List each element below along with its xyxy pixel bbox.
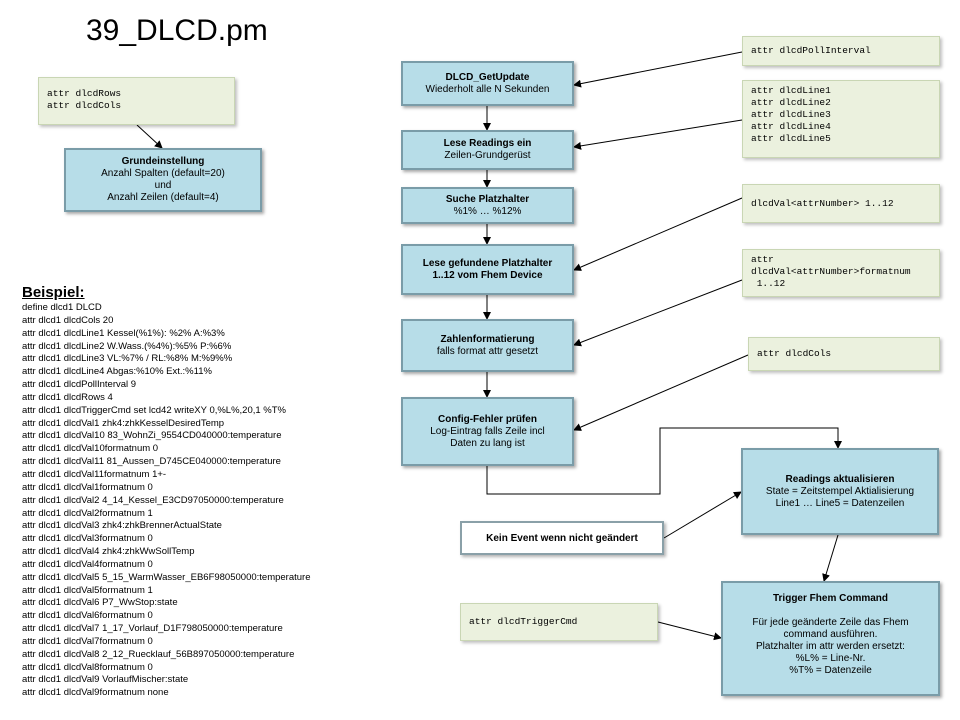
flow-box-sub: 1..12 vom Fhem Device <box>432 269 543 281</box>
trigger-command-line: %T% = Datenzeile <box>789 665 872 676</box>
example-line: attr dlcd1 dlcdLine4 Abgas:%10% Ext.:%11… <box>22 366 212 378</box>
flow-getupdate-box: DLCD_GetUpdate Wiederholt alle N Sekunde… <box>401 61 574 106</box>
arrow-triggercmd-to-trigger <box>657 621 722 641</box>
attr-dlcd-val-box: dlcdVal<attrNumber> 1..12 <box>742 184 940 223</box>
readings-update-line: State = Zeitstempel Aktialisierung <box>765 485 915 497</box>
flow-box-sub: Wiederholt alle N Sekunden <box>425 83 550 95</box>
flow-read-readings-box: Lese Readings ein Zeilen-Grundgerüst <box>401 130 574 170</box>
arrow-noevent-to-readings <box>663 491 742 539</box>
flow-box-sub: falls format attr gesetzt <box>436 345 539 357</box>
example-line: attr dlcd1 dlcdVal5formatnum 1 <box>22 584 153 596</box>
example-line: define dlcd1 DLCD <box>22 302 102 313</box>
readings-update-title: Readings aktualisieren <box>785 473 895 485</box>
example-line: attr dlcd1 dlcdLine1 Kessel(%1%): %2% A:… <box>22 327 225 339</box>
grundeinstellung-line: Anzahl Spalten (default=20) <box>101 168 225 179</box>
example-line: attr dlcd1 dlcdVal1 zhk4:zhkKesselDesire… <box>22 417 225 429</box>
example-line: attr dlcd1 dlcdVal5 5_15_WarmWasser_EB6F… <box>22 571 311 583</box>
example-line: attr dlcd1 dlcdTriggerCmd set lcd42 writ… <box>22 404 287 416</box>
example-line: attr dlcd1 dlcdLine2 W.Wass.(%4%):%5% P:… <box>22 340 232 352</box>
readings-update-box: Readings aktualisieren State = Zeitstemp… <box>741 448 939 535</box>
example-line: attr dlcd1 dlcdPollInterval 9 <box>22 379 137 391</box>
arrow-rowscols-to-grund <box>136 124 163 149</box>
no-event-box: Kein Event wenn nicht geändert <box>460 521 664 555</box>
example-line: attr dlcd1 dlcdVal3 zhk4:zhkBrennerActua… <box>22 520 222 532</box>
arrow-config-to-readings <box>486 427 842 495</box>
attr-trigger-cmd-box: attr dlcdTriggerCmd <box>460 603 658 641</box>
attr-dlcd-cols-box: attr dlcdCols <box>748 337 940 371</box>
example-line: attr dlcd1 dlcdLine3 VL:%7% / RL:%8% M:%… <box>22 353 233 365</box>
example-line: attr dlcd1 dlcdVal1formatnum 0 <box>22 481 153 493</box>
flow-box-title: Suche Platzhalter <box>445 193 530 205</box>
arrow-poll-to-getupdate <box>573 51 743 88</box>
example-line: attr dlcd1 dlcdVal10 83_WohnZi_9554CD040… <box>22 430 282 442</box>
arrow-val-to-placeholder <box>573 197 743 271</box>
page-title: 39_DLCD.pm <box>86 14 268 47</box>
flow-box-title: Config-Fehler prüfen <box>438 413 537 425</box>
attr-poll-interval-box: attr dlcdPollInterval <box>742 36 940 66</box>
flow-search-placeholder-box: Suche Platzhalter %1% … %12% <box>401 187 574 224</box>
flow-box-sub: Daten zu lang ist <box>450 437 525 449</box>
grundeinstellung-line: Anzahl Zeilen (default=4) <box>107 192 219 203</box>
example-line: attr dlcd1 dlcdVal9 VorlaufMischer:state <box>22 674 189 686</box>
flow-box-sub: %1% … %12% <box>453 205 522 217</box>
arrow-lines-to-readings <box>573 119 743 150</box>
flow-box-title: Lese gefundene Platzhalter <box>422 257 553 269</box>
trigger-command-line: %L% = Line-Nr. <box>795 653 866 664</box>
readings-update-line: Line1 … Line5 = Datenzeilen <box>775 497 905 509</box>
attr-rows-cols-box: attr dlcdRows attr dlcdCols <box>38 77 235 125</box>
flow-config-check-box: Config-Fehler prüfen Log-Eintrag falls Z… <box>401 397 574 466</box>
example-line: attr dlcd1 dlcdVal10formatnum 0 <box>22 443 159 455</box>
grundeinstellung-line: und <box>154 180 172 191</box>
flow-box-title: Zahlenformatierung <box>440 333 535 345</box>
flow-read-placeholder-box: Lese gefundene Platzhalter 1..12 vom Fhe… <box>401 244 574 295</box>
trigger-command-line: Platzhalter im attr werden ersetzt: <box>756 641 905 652</box>
example-line: attr dlcd1 dlcdVal11formatnum 1+- <box>22 468 167 480</box>
example-line: attr dlcd1 dlcdCols 20 <box>22 314 114 326</box>
flow-box-sub: Log-Eintrag falls Zeile incl <box>430 425 545 437</box>
example-heading: Beispiel: <box>22 284 85 301</box>
trigger-command-title: Trigger Fhem Command <box>772 593 888 604</box>
example-line: attr dlcd1 dlcdVal9formatnum none <box>22 687 169 699</box>
attr-dlcd-lines-box: attr dlcdLine1 attr dlcdLine2 attr dlcdL… <box>742 80 940 158</box>
example-line: attr dlcd1 dlcdRows 4 <box>22 391 113 403</box>
example-line: attr dlcd1 dlcdVal3formatnum 0 <box>22 533 153 545</box>
example-line: attr dlcd1 dlcdVal4formatnum 0 <box>22 558 153 570</box>
grundeinstellung-title: Grundeinstellung <box>121 156 205 167</box>
example-line: attr dlcd1 dlcdVal4 zhk4:zhkWwSollTemp <box>22 546 195 558</box>
trigger-command-line: Für jede geänderte Zeile das Fhem <box>752 617 909 628</box>
trigger-command-box: Trigger Fhem Command Für jede geänderte … <box>721 581 940 696</box>
flow-box-sub: Zeilen-Grundgerüst <box>444 150 531 161</box>
example-line: attr dlcd1 dlcdVal7formatnum 0 <box>22 635 153 647</box>
example-line: attr dlcd1 dlcdVal6 P7_WwStop:state <box>22 597 178 609</box>
example-line: attr dlcd1 dlcdVal2 4_14_Kessel_E3CD9705… <box>22 494 284 506</box>
example-line: attr dlcd1 dlcdVal11 81_Aussen_D745CE040… <box>22 456 281 468</box>
example-line: attr dlcd1 dlcdVal2formatnum 1 <box>22 507 153 519</box>
example-line: attr dlcd1 dlcdVal8formatnum 0 <box>22 661 153 673</box>
flow-box-title: DLCD_GetUpdate <box>445 71 530 83</box>
arrow-valfmt-to-format <box>573 279 743 347</box>
arrow-readings-to-trigger <box>822 534 839 582</box>
example-line: attr dlcd1 dlcdVal7 1_17_Vorlauf_D1F7980… <box>22 623 283 635</box>
example-line: attr dlcd1 dlcdVal8 2_12_Ruecklauf_56B89… <box>22 648 295 660</box>
arrow-cols-to-config <box>573 354 749 431</box>
example-line: attr dlcd1 dlcdVal6formatnum 0 <box>22 610 153 622</box>
trigger-command-line: command ausführen. <box>783 629 878 640</box>
flow-number-format-box: Zahlenformatierung falls format attr ges… <box>401 319 574 372</box>
attr-dlcd-val-formatnum-box: attr dlcdVal<attrNumber>formatnum 1..12 <box>742 249 940 297</box>
flow-box-title: Lese Readings ein <box>443 138 532 149</box>
grundeinstellung-box: Grundeinstellung Anzahl Spalten (default… <box>64 148 262 212</box>
